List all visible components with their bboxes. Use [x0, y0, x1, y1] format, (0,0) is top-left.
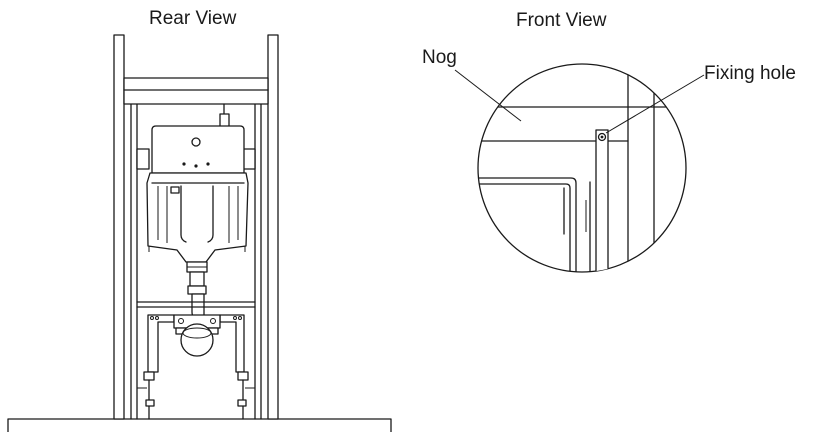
fixing-bracket [595, 129, 609, 272]
nog-callout-label: Nog [422, 47, 457, 68]
rear-view-title: Rear View [149, 8, 237, 29]
pipe-coupling [187, 285, 207, 295]
right-foot [237, 371, 249, 381]
right-foot-bracket [219, 314, 245, 373]
left-upright [113, 34, 125, 420]
floor-block [7, 418, 392, 437]
cistern-body [146, 172, 249, 263]
detail-circle [477, 63, 687, 273]
right-mount-bracket [242, 148, 256, 170]
right-upright [267, 34, 279, 420]
top-cross-rail [123, 77, 269, 105]
fixing-hole-leader-line [605, 74, 705, 134]
cistern-tab [170, 186, 180, 194]
left-foot-bracket [147, 314, 175, 373]
front-view-title: Front View [516, 10, 607, 31]
nog-leader-line [454, 69, 522, 122]
rear-view-drawing [7, 34, 392, 437]
lid-screw [191, 137, 201, 147]
waste-pipe [180, 323, 214, 357]
cistern-lid [151, 125, 245, 174]
front-view-drawing [454, 63, 705, 273]
left-mount-bracket [136, 148, 150, 170]
flush-pipe [189, 271, 205, 287]
left-foot [143, 371, 155, 381]
fixing-hole-callout-label: Fixing hole [704, 63, 796, 84]
